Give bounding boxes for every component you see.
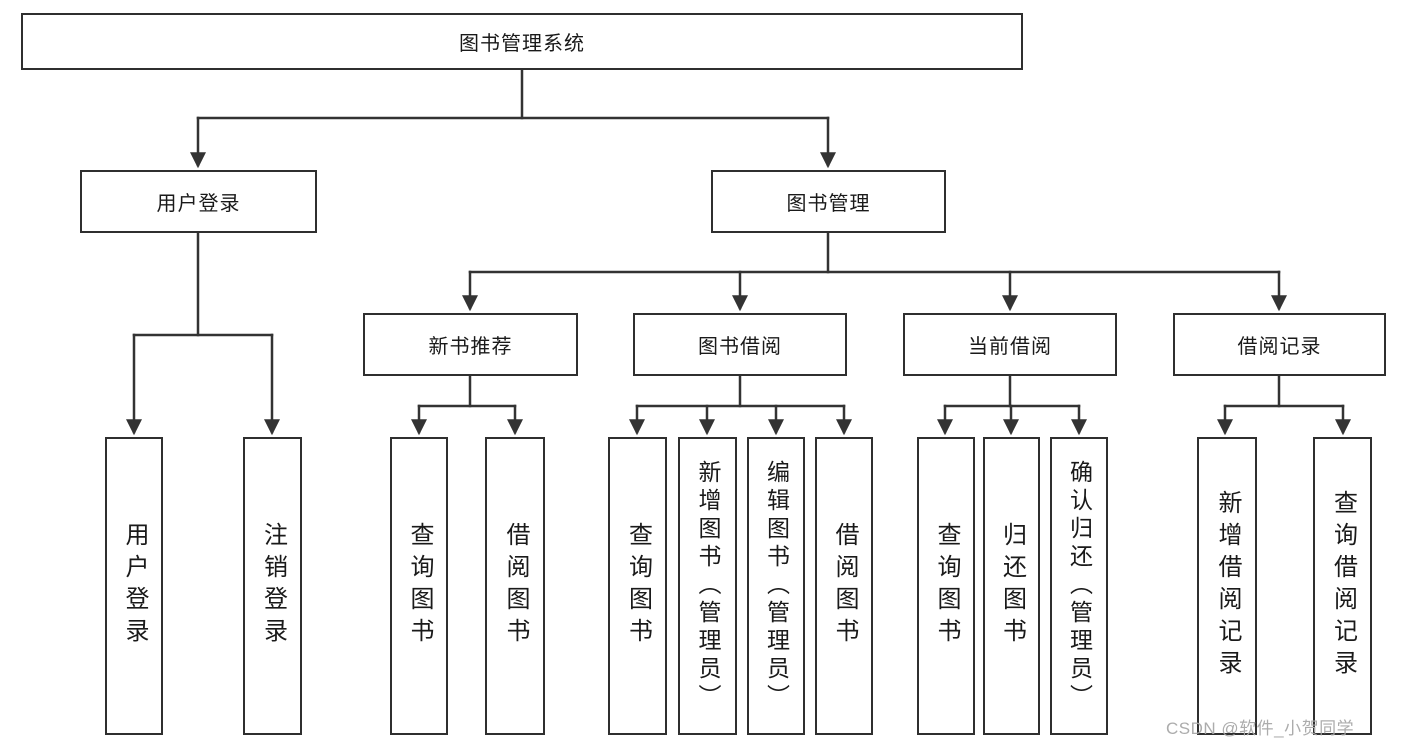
node-book-borrowing: 图书借阅 xyxy=(633,313,847,376)
node-label: 查询图书 xyxy=(933,522,960,650)
node-current-borrowing: 当前借阅 xyxy=(903,313,1117,376)
node-label: 查询图书 xyxy=(406,522,433,650)
node-user-login-action: 用户登录 xyxy=(105,437,163,735)
node-label: 查询图书 xyxy=(624,522,652,650)
node-borrowing-records: 借阅记录 xyxy=(1173,313,1386,376)
node-new-book-recommendation: 新书推荐 xyxy=(363,313,578,376)
node-label: 借阅图书 xyxy=(831,522,858,650)
node-query-books-current: 查询图书 xyxy=(917,437,975,735)
node-query-books-recommend: 查询图书 xyxy=(390,437,448,735)
node-edit-book-admin: 编辑图书（管理员） xyxy=(747,437,805,735)
node-logout: 注销登录 xyxy=(243,437,302,735)
node-query-borrow-record: 查询借阅记录 xyxy=(1313,437,1372,735)
node-label: 编辑图书（管理员） xyxy=(763,460,790,712)
node-label: 归还图书 xyxy=(998,522,1026,650)
node-confirm-return-admin: 确认归还（管理员） xyxy=(1050,437,1108,735)
node-label: 新增借阅记录 xyxy=(1214,490,1241,682)
node-label: 注销登录 xyxy=(259,522,287,650)
node-return-books: 归还图书 xyxy=(983,437,1040,735)
node-query-books-borrow: 查询图书 xyxy=(608,437,667,735)
node-borrow-books: 借阅图书 xyxy=(815,437,873,735)
csdn-watermark: CSDN @软件_小贺同学 xyxy=(1166,719,1355,738)
node-label: 借阅图书 xyxy=(502,522,529,650)
node-label: 确认归还（管理员） xyxy=(1066,460,1093,712)
node-library-management-system: 图书管理系统 xyxy=(21,13,1023,70)
node-label: 新增图书（管理员） xyxy=(695,460,721,712)
node-book-management: 图书管理 xyxy=(711,170,946,233)
node-label: 查询借阅记录 xyxy=(1329,490,1357,682)
node-add-borrow-record: 新增借阅记录 xyxy=(1197,437,1257,735)
node-add-book-admin: 新增图书（管理员） xyxy=(678,437,737,735)
node-label: 用户登录 xyxy=(121,522,148,650)
node-user-login: 用户登录 xyxy=(80,170,317,233)
node-borrow-books-recommend: 借阅图书 xyxy=(485,437,545,735)
